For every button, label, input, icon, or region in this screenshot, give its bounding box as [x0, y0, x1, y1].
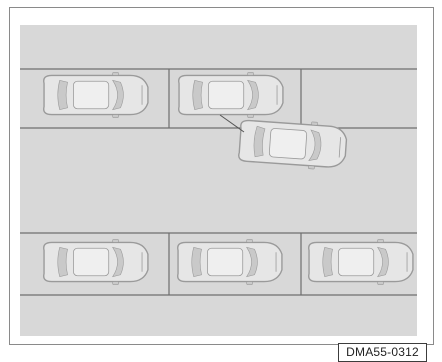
car-pulling-out [237, 116, 349, 172]
car-parked-top-left [43, 71, 149, 119]
car-parked-top-middle [178, 71, 284, 119]
figure-code-label: DMA55-0312 [338, 343, 427, 362]
parking-lot-diagram [20, 68, 417, 296]
car-parked-bottom-middle [177, 238, 283, 286]
movement-guide-line [219, 114, 245, 133]
car-parked-bottom-right [308, 238, 414, 286]
lower-row-lines [20, 232, 417, 296]
car-parked-bottom-left [43, 238, 149, 286]
parking-lot-panel: DMA55-0312 [20, 25, 427, 362]
upper-row-lines [20, 68, 417, 129]
